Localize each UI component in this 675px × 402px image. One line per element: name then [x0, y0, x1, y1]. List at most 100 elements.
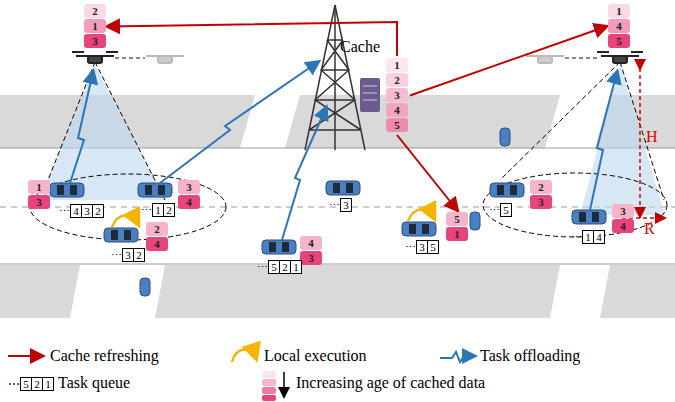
cache-stack: 34	[612, 204, 634, 234]
cache-label: Cache	[340, 38, 380, 56]
legend-text: Task offloading	[480, 347, 580, 365]
cache-item: 3	[530, 195, 552, 209]
illustration-rect	[282, 242, 289, 252]
queue-task: 2	[92, 204, 104, 218]
cache-item: 1	[28, 180, 50, 194]
illustration-path	[408, 209, 434, 221]
cache-item: 4	[612, 219, 634, 233]
cache-item: 4	[608, 19, 630, 33]
illustration-polygon	[155, 265, 560, 318]
queue-task: 3	[340, 198, 352, 212]
cache-stack: 51	[446, 212, 468, 242]
cache-refresh-arrow	[397, 135, 457, 210]
illustration-line	[8, 355, 42, 357]
cache-item: 3	[612, 204, 634, 218]
cache-item: 4	[300, 236, 322, 250]
illustration-rect	[592, 212, 599, 222]
cache-item: 4	[146, 237, 168, 251]
illustration-line	[363, 86, 377, 87]
illustration-path	[112, 215, 138, 227]
cache-item: 4	[386, 103, 408, 117]
illustration-line	[115, 57, 145, 59]
illustration-rect	[262, 387, 276, 394]
illustration-line	[146, 55, 184, 57]
illustration-rect	[510, 185, 517, 195]
illustration-line	[500, 62, 620, 180]
cache-refresh-arrow	[410, 27, 606, 96]
illustration-line	[526, 55, 564, 57]
coverage-left	[30, 62, 226, 240]
illustration-rect	[497, 185, 504, 195]
cache-stack: 213	[84, 4, 106, 49]
dimension-lines	[622, 68, 664, 218]
cache-item: 1	[386, 58, 408, 72]
cars	[50, 128, 606, 296]
illustration-path	[70, 72, 93, 183]
illustration-polygon	[0, 265, 80, 318]
cache-item: 3	[28, 195, 50, 209]
cache-item: 2	[386, 73, 408, 87]
queue-task: 5	[427, 240, 439, 254]
illustration-line	[620, 62, 664, 200]
offload-arrows	[70, 62, 617, 240]
illustration-rect	[262, 379, 276, 386]
tower	[305, 5, 365, 150]
illustration-rect	[613, 56, 627, 63]
illustration-rect	[111, 230, 118, 240]
legend-text: Cache refreshing	[50, 347, 159, 365]
task-queue: ⋯521	[256, 260, 302, 274]
cache-item: 2	[530, 180, 552, 194]
illustration-line	[334, 5, 336, 150]
dimension-label: H	[646, 128, 658, 146]
illustration-rect	[88, 56, 102, 63]
illustration-rect	[346, 183, 353, 193]
illustration-line	[363, 100, 377, 101]
cache-item: 5	[386, 118, 408, 132]
cache-item: 3	[300, 251, 322, 265]
illustration-rect	[57, 185, 64, 195]
illustration-rect	[145, 185, 152, 195]
illustration-polygon	[40, 65, 165, 200]
illustration-path	[160, 62, 318, 183]
illustration-line	[597, 51, 609, 53]
illustration-rect	[333, 183, 340, 193]
task-queue: ⋯5	[488, 203, 512, 217]
illustration-line	[601, 55, 639, 57]
illustration-rect	[124, 230, 131, 240]
illustration-rect	[538, 56, 552, 63]
illustration-polygon	[600, 265, 675, 318]
illustration-rect	[140, 278, 150, 296]
task-queue: ⋯3	[328, 198, 352, 212]
legend-text: Local execution	[264, 347, 367, 365]
cache-item: 4	[178, 195, 200, 209]
cache-stack: 145	[608, 4, 630, 49]
illustration-polygon	[580, 65, 665, 215]
illustration-line	[72, 51, 84, 53]
cache-item: 1	[608, 4, 630, 18]
cache-item: 1	[84, 19, 106, 33]
illustration-rect	[500, 128, 510, 146]
cache-stack: 34	[178, 180, 200, 210]
legend-text: Increasing age of cached data	[296, 374, 485, 392]
illustration-rect	[490, 183, 524, 197]
illustration-line	[283, 372, 285, 396]
cache-item: 2	[146, 222, 168, 236]
illustration-rect	[572, 210, 606, 224]
queue-task: 2	[163, 203, 175, 217]
illustration-rect	[138, 183, 172, 197]
illustration-rect	[470, 212, 480, 230]
illustration-rect	[262, 371, 276, 378]
illustration-rect	[360, 78, 380, 112]
illustration-rect	[158, 185, 165, 195]
cache-item: 3	[84, 34, 106, 48]
cache-item: 1	[446, 227, 468, 241]
cache-stack: Cache12345	[386, 58, 408, 133]
queue-task: 5	[500, 203, 512, 217]
illustration-line	[363, 93, 377, 94]
task-queue: ⋯432	[58, 204, 104, 218]
illustration-rect	[409, 224, 416, 234]
illustration-ellipse	[30, 174, 226, 240]
illustration-rect	[50, 183, 84, 197]
illustration-line	[631, 51, 643, 53]
server	[360, 78, 380, 112]
